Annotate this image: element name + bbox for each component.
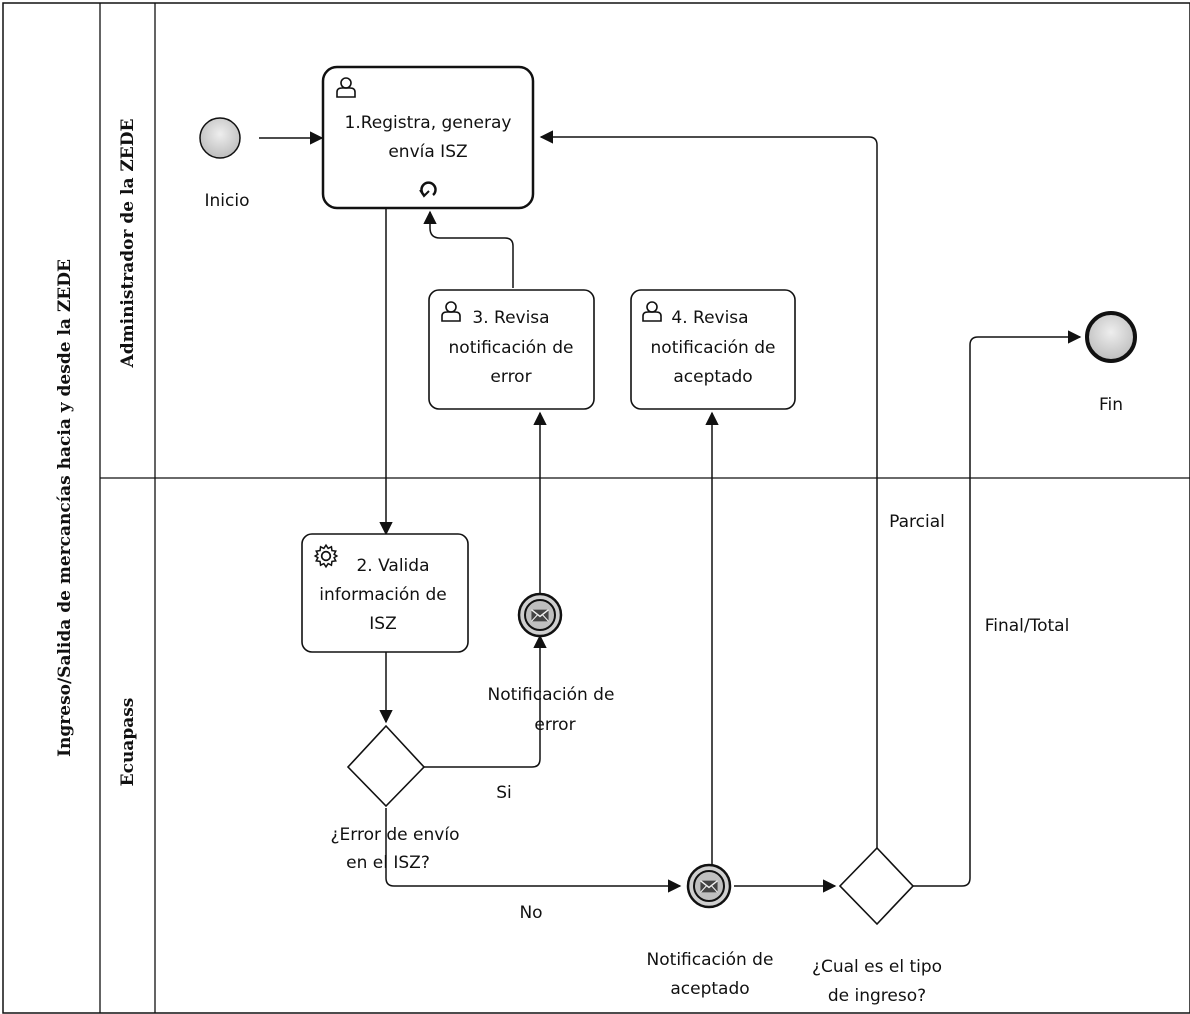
sequence-flows (259, 130, 1082, 893)
start-event-circle[interactable] (199, 117, 241, 159)
task-2-label-line2: información de (319, 585, 446, 605)
flow-label-si: Si (496, 783, 512, 803)
end-event-label: Fin (1099, 395, 1123, 415)
message-event-accepted[interactable]: Notificación de aceptado (647, 863, 774, 999)
loop-icon-arrowhead (419, 189, 430, 198)
flow-gateway1-si-to-msg-error (424, 634, 547, 768)
task-3-box[interactable] (428, 289, 595, 410)
end-event[interactable]: Fin (1085, 311, 1137, 415)
task-1-box[interactable] (321, 65, 535, 210)
start-event[interactable]: Inicio (199, 117, 250, 211)
message-accepted-label-line2: aceptado (670, 979, 749, 999)
task-1-label-line2: envía ISZ (388, 142, 467, 162)
task-3-label-line2: notificación de (449, 338, 574, 358)
gateway-entry-type[interactable]: ¿Cual es el tipo de ingreso? (812, 846, 942, 1006)
task-3-label-line3: error (490, 367, 531, 387)
task-3-label-line1: 3. Revisa (472, 308, 549, 328)
task-3-revisa-error[interactable]: 3. Revisa notificación de error (428, 289, 595, 410)
flow-task3-to-task1 (423, 210, 514, 288)
pool-title: Ingreso/Salida de mercancías hacia y des… (55, 259, 75, 757)
gateway-type-diamond[interactable] (838, 846, 915, 926)
flow-gateway2-final-to-end (912, 330, 1082, 887)
task-4-revisa-aceptado[interactable]: 4. Revisa notificación de aceptado (630, 289, 796, 410)
message-event-error[interactable]: Notificación de error (488, 592, 615, 735)
envelope-icon (531, 609, 549, 622)
flow-label-no: No (519, 903, 542, 923)
task-2-label-line3: ISZ (369, 614, 396, 634)
task-2-label-line1: 2. Valida (356, 556, 429, 576)
lane-title-ecuapass: Ecuapass (118, 698, 138, 787)
message-error-label-line2: error (534, 715, 575, 735)
gateway-type-label-line2: de ingreso? (828, 986, 926, 1006)
flow-label-final-total: Final/Total (985, 616, 1070, 636)
task-1-label-line1: 1.Registra, generay (345, 113, 512, 133)
task-4-label-line1: 4. Revisa (671, 308, 748, 328)
envelope-icon (700, 880, 718, 893)
task-2-valida[interactable]: 2. Valida información de ISZ (301, 533, 469, 653)
gateway-error-check[interactable]: ¿Error de envío en el ISZ? (331, 724, 460, 873)
gateway-type-label-line1: ¿Cual es el tipo (812, 957, 942, 977)
message-error-label-line1: Notificación de (488, 685, 615, 705)
task-1-registra[interactable]: 1.Registra, generay envía ISZ (321, 65, 535, 210)
gateway-error-label-line1: ¿Error de envío (331, 825, 460, 845)
flow-labels: Si No Parcial Final/Total (496, 512, 1069, 923)
gateway-error-diamond[interactable] (346, 724, 426, 808)
task-4-box[interactable] (630, 289, 796, 410)
task-4-label-line3: aceptado (673, 367, 752, 387)
end-event-circle[interactable] (1085, 311, 1137, 363)
flow-label-parcial: Parcial (889, 512, 945, 532)
task-4-label-line2: notificación de (651, 338, 776, 358)
start-event-label: Inicio (205, 191, 250, 211)
flow-gateway1-no-to-msg-accepted (385, 808, 682, 893)
lane-title-admin: Administrador de la ZEDE (118, 119, 138, 369)
flow-gateway2-parcial-to-task1 (539, 130, 878, 848)
gateway-error-label-line2: en el ISZ? (346, 853, 430, 873)
task-2-box[interactable] (301, 533, 469, 653)
message-accepted-label-line1: Notificación de (647, 950, 774, 970)
